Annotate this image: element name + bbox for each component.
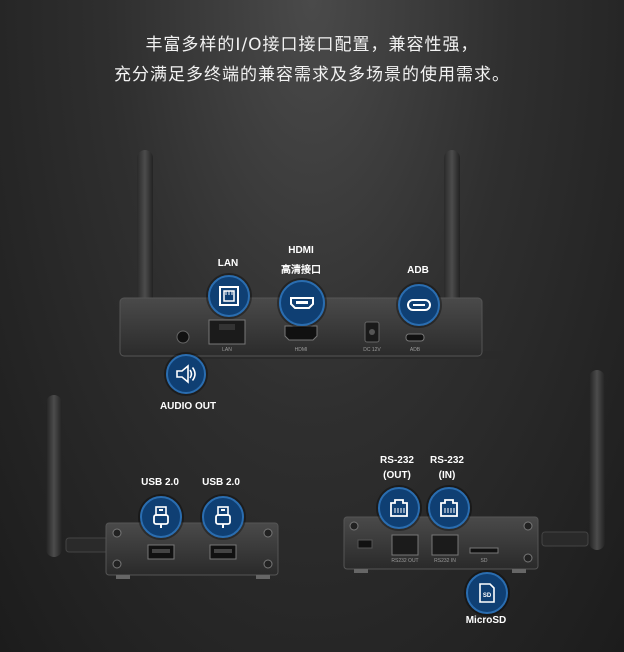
usb-b-label: USB 2.0 — [202, 477, 240, 488]
right-device: RS232 OUT RS232 IN SD — [320, 360, 624, 600]
adb-icon — [398, 284, 440, 326]
speaker-icon — [166, 354, 206, 394]
adb-label: ADB — [407, 265, 429, 276]
microsd-label: MicroSD — [465, 615, 507, 626]
rs232-in-icon — [428, 487, 470, 529]
rs232-out-icon — [378, 487, 420, 529]
hdmi-label-2: 高清接口 — [281, 265, 321, 276]
left-device-graphic — [46, 395, 279, 579]
right-device-graphic — [343, 370, 605, 573]
lan-port-print: LAN — [222, 347, 232, 353]
rs232-in-port-print: RS232 IN — [434, 558, 456, 564]
microsd-icon: SD — [466, 572, 508, 614]
top-device-graphic — [104, 150, 502, 359]
rs232-in-label-2: (IN) — [438, 470, 456, 481]
rs232-out-label-1: RS-232 — [380, 455, 414, 466]
headline-line-1: 丰富多样的I/O接口接口配置，兼容性强， — [145, 35, 479, 55]
usb-b-icon — [202, 496, 244, 538]
hdmi-port-print: HDMI — [294, 347, 308, 353]
usb-a-label: USB 2.0 — [141, 477, 179, 488]
headline-line-2: 充分满足多终端的兼容需求及多场景的使用需求。 — [114, 65, 510, 85]
rs232-out-port-print: RS232 OUT — [391, 558, 419, 564]
sd-slot-print: SD — [480, 558, 488, 564]
usb-a-icon — [140, 496, 182, 538]
sd-icon-text: SD — [483, 593, 492, 599]
hdmi-icon — [279, 280, 325, 326]
hdmi-label-1: HDMI — [288, 245, 314, 256]
left-device — [0, 380, 300, 600]
adb-port-print: ADB — [409, 347, 421, 353]
rs232-in-label-1: RS-232 — [430, 455, 464, 466]
audio-out-label: AUDIO OUT — [159, 401, 217, 412]
lan-label: LAN — [217, 258, 239, 269]
dc-port-print: DC 12V — [363, 347, 381, 353]
lan-icon — [208, 275, 250, 317]
top-device: LAN HDMI DC 12V ADB — [104, 150, 502, 359]
rs232-out-label-2: (OUT) — [383, 470, 411, 481]
